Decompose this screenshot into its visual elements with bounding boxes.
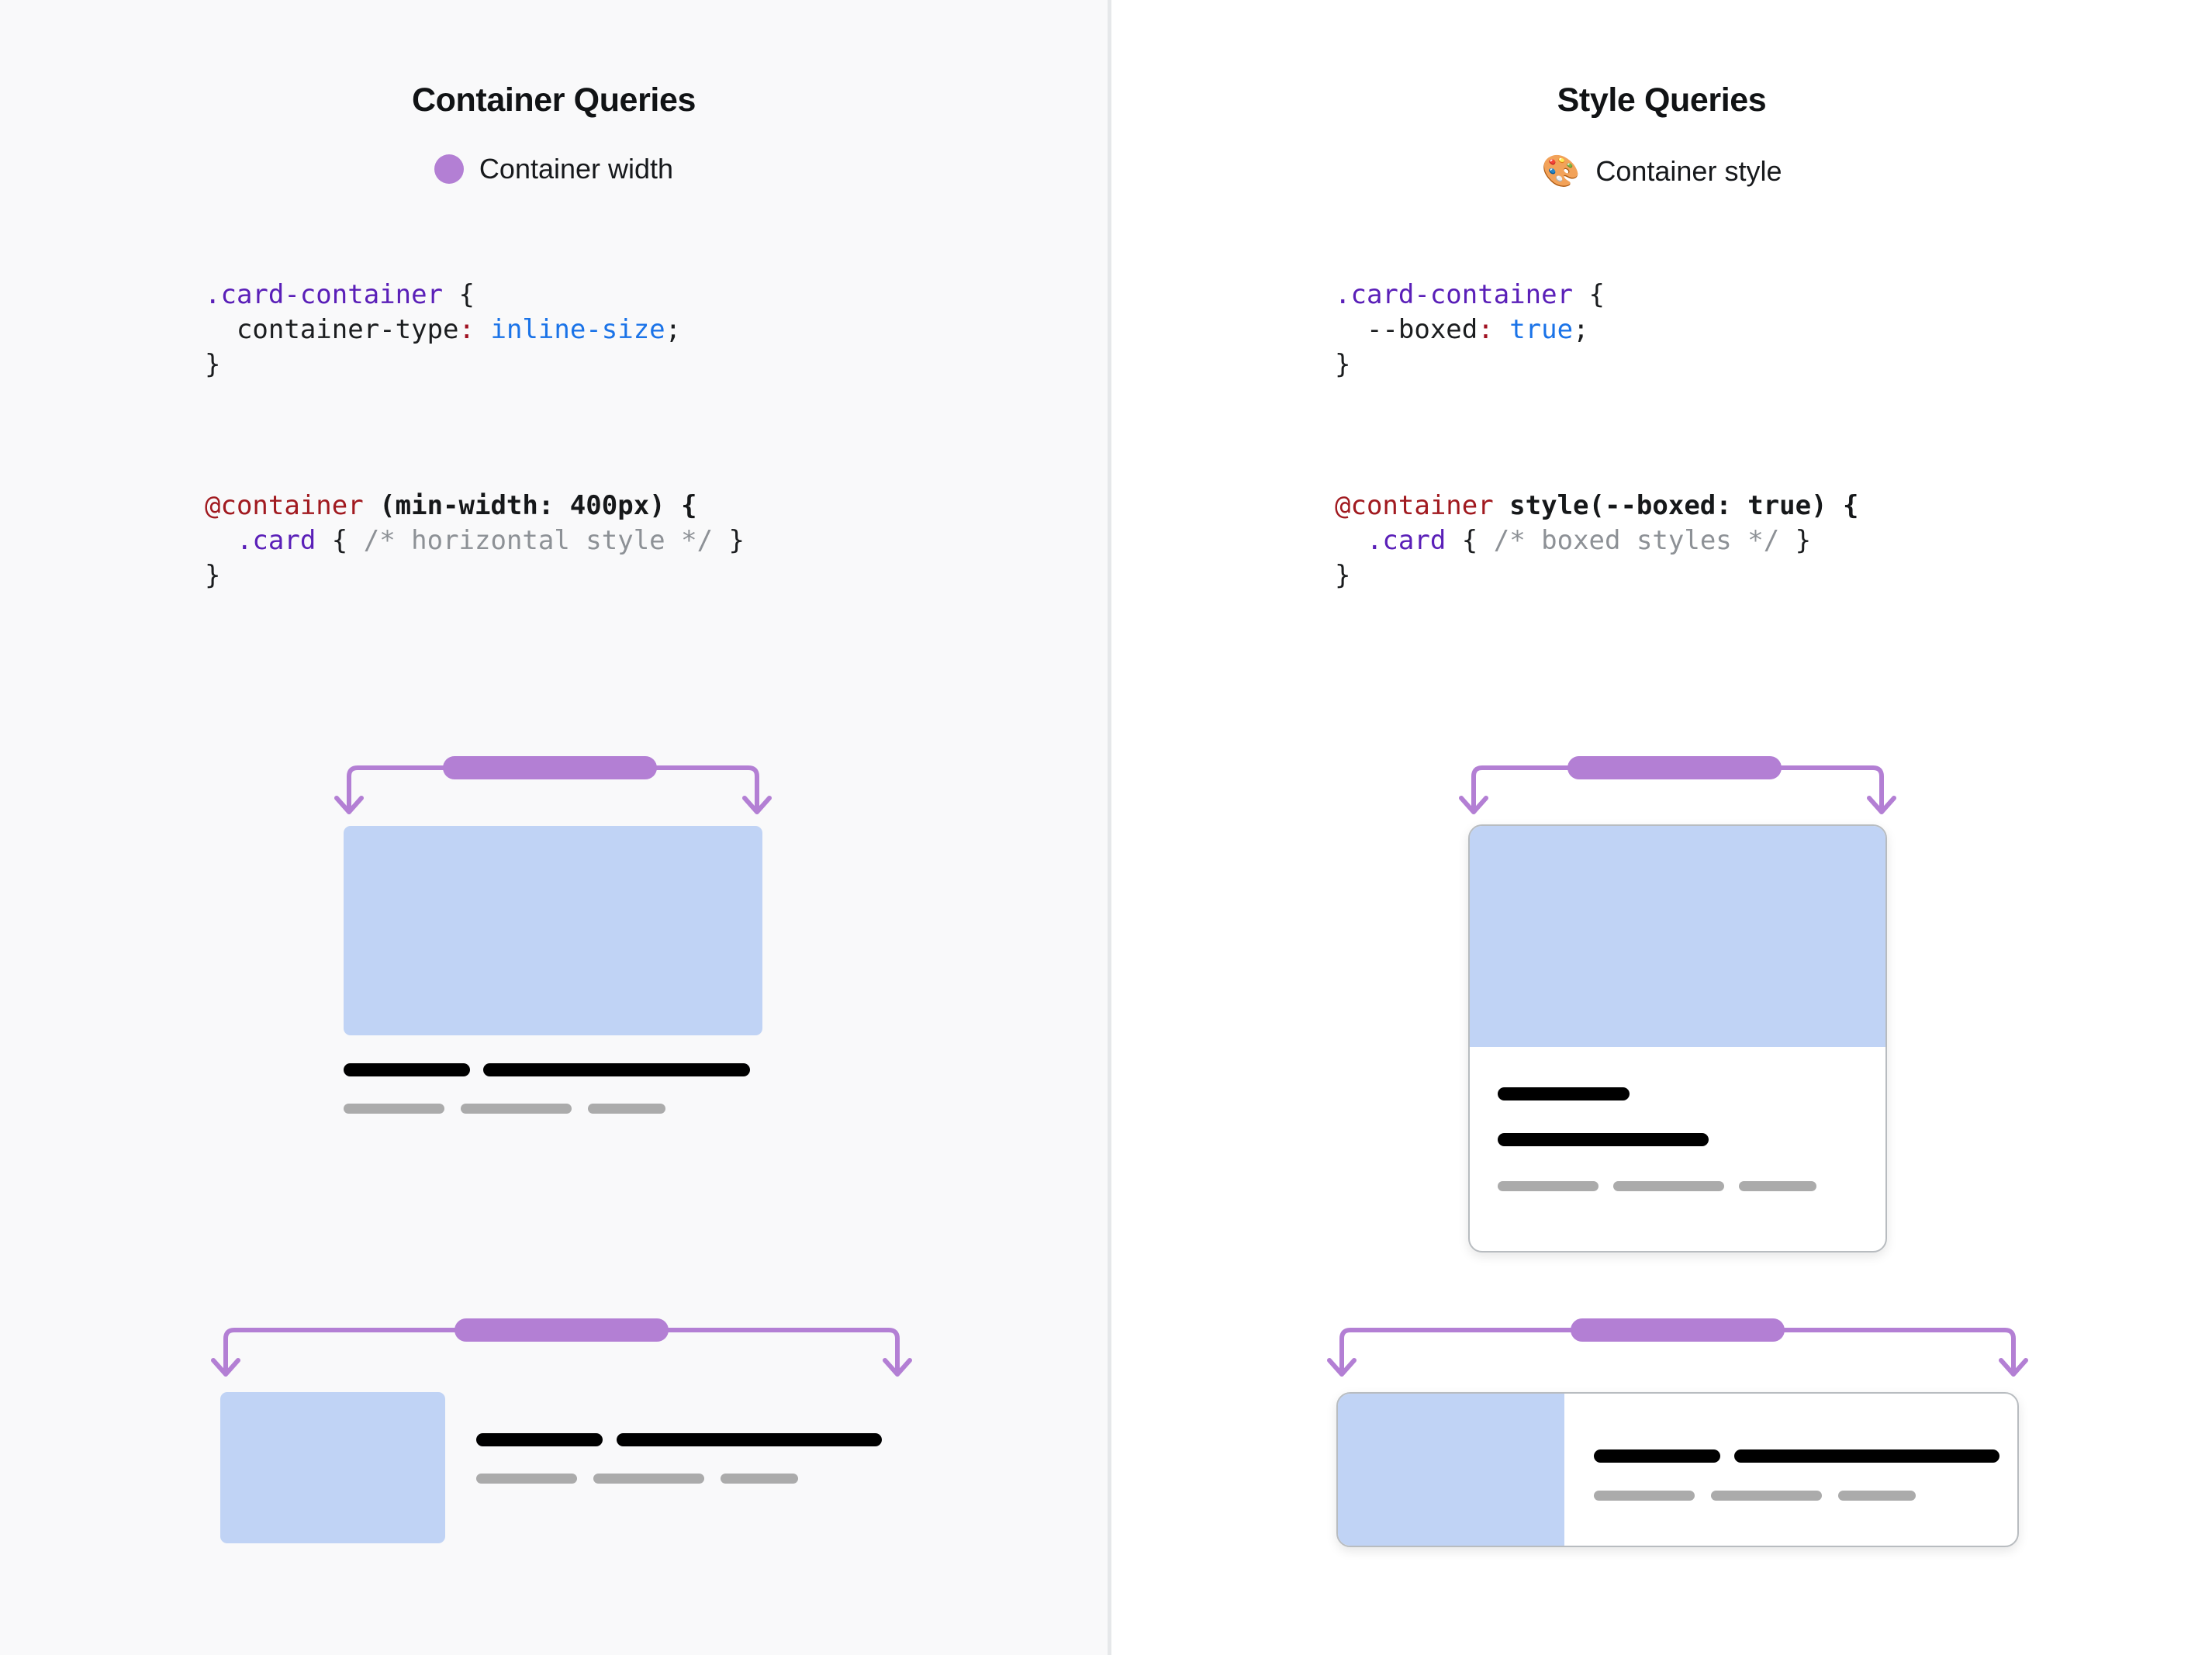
card-image-placeholder bbox=[1470, 826, 1885, 1047]
text-bar bbox=[1498, 1087, 1630, 1100]
legend-container-style: 🎨 Container style bbox=[1111, 155, 2212, 188]
code-condition: style(--boxed: true) bbox=[1493, 490, 1827, 521]
code-open-brace: { bbox=[443, 279, 475, 310]
code-value: inline-size bbox=[475, 314, 665, 346]
code-comment: /* horizontal style */ bbox=[363, 525, 714, 557]
page-title: Container Queries bbox=[412, 81, 696, 119]
code-at-rule: @container bbox=[1335, 490, 1494, 521]
card-meta-lines bbox=[1594, 1491, 2017, 1501]
card-meta-lines bbox=[476, 1474, 882, 1484]
panel-style-queries: Style Queries 🎨 Container style .card-co… bbox=[1111, 0, 2212, 1655]
card-text-column bbox=[476, 1392, 882, 1484]
demo-wide-card-horizontal bbox=[211, 1318, 912, 1574]
text-bar bbox=[617, 1433, 882, 1446]
code-property: container-type bbox=[205, 314, 459, 346]
code-inner-selector: .card bbox=[1335, 525, 1446, 557]
card-image-placeholder bbox=[344, 826, 762, 1035]
bracket-pill bbox=[454, 1318, 669, 1342]
code-inner-open: { bbox=[316, 525, 364, 557]
card-meta-lines bbox=[1498, 1181, 1858, 1191]
card-preview bbox=[220, 1392, 882, 1543]
code-colon: : bbox=[1478, 314, 1494, 346]
meta-bar bbox=[476, 1474, 577, 1484]
meta-bar bbox=[1594, 1491, 1695, 1501]
meta-bar bbox=[1838, 1491, 1916, 1501]
card-meta-lines bbox=[344, 1104, 762, 1114]
meta-bar bbox=[1613, 1181, 1724, 1191]
text-bar bbox=[1498, 1133, 1709, 1146]
code-close-brace: } bbox=[205, 349, 221, 381]
card-preview-boxed bbox=[1336, 1392, 2019, 1547]
legend-container-width: Container width bbox=[0, 153, 1108, 185]
legend-label: Container style bbox=[1595, 155, 1782, 187]
page-title: Style Queries bbox=[1557, 81, 1767, 119]
text-bar bbox=[344, 1063, 470, 1076]
meta-bar bbox=[593, 1474, 704, 1484]
meta-bar bbox=[461, 1104, 572, 1114]
code-block-style-query: @container style(--boxed: true) { .card … bbox=[1335, 489, 1859, 594]
code-block-custom-property: .card-container { --boxed: true; } bbox=[1335, 278, 1605, 383]
code-selector: .card-container bbox=[205, 279, 444, 310]
code-inner-open: { bbox=[1446, 525, 1494, 557]
card-preview bbox=[344, 826, 762, 1114]
code-selector: .card-container bbox=[1335, 279, 1574, 310]
card-text-column bbox=[1564, 1394, 2017, 1546]
meta-bar bbox=[1498, 1181, 1599, 1191]
code-semicolon: ; bbox=[665, 314, 682, 346]
palette-icon: 🎨 bbox=[1541, 154, 1581, 188]
card-preview-boxed bbox=[1468, 824, 1887, 1252]
legend-label: Container width bbox=[479, 153, 674, 185]
container-style-bracket bbox=[1327, 1318, 2028, 1390]
code-open-brace: { bbox=[1827, 490, 1859, 521]
container-width-bracket bbox=[211, 1318, 912, 1390]
card-image-placeholder bbox=[220, 1392, 445, 1543]
code-open-brace: { bbox=[665, 490, 697, 521]
container-width-bracket bbox=[334, 756, 772, 828]
text-bar bbox=[483, 1063, 750, 1076]
code-colon: : bbox=[458, 314, 475, 346]
demo-wide-card-boxed bbox=[1327, 1318, 2028, 1574]
text-bar bbox=[1594, 1449, 1720, 1463]
code-open-brace: { bbox=[1573, 279, 1605, 310]
text-bar bbox=[476, 1433, 603, 1446]
code-inner-selector: .card bbox=[205, 525, 316, 557]
code-property: --boxed bbox=[1335, 314, 1478, 346]
code-value: true bbox=[1493, 314, 1574, 346]
code-block-container-type: .card-container { container-type: inline… bbox=[205, 278, 681, 383]
meta-bar bbox=[344, 1104, 444, 1114]
text-bar bbox=[1734, 1449, 1999, 1463]
meta-bar bbox=[588, 1104, 665, 1114]
card-body bbox=[1470, 1047, 1885, 1191]
card-title-lines bbox=[344, 1063, 762, 1076]
bracket-pill bbox=[1567, 756, 1782, 779]
demo-narrow-card-stacked bbox=[334, 756, 772, 1190]
panel-container-queries: Container Queries Container width .card-… bbox=[0, 81, 1108, 1574]
bracket-pill bbox=[443, 756, 657, 779]
card-image-placeholder bbox=[1338, 1394, 1564, 1546]
code-comment: /* boxed styles */ bbox=[1493, 525, 1780, 557]
container-style-bracket bbox=[1459, 756, 1896, 828]
bracket-pill bbox=[1571, 1318, 1785, 1342]
code-at-rule: @container bbox=[205, 490, 364, 521]
panel-divider bbox=[1108, 0, 1111, 1655]
purple-dot-icon bbox=[434, 154, 464, 184]
meta-bar bbox=[1739, 1181, 1816, 1191]
meta-bar bbox=[1711, 1491, 1822, 1501]
code-block-container-query: @container (min-width: 400px) { .card { … bbox=[205, 489, 745, 594]
code-close-brace: } bbox=[1335, 349, 1351, 381]
code-inner-close: } bbox=[713, 525, 745, 557]
code-close-brace: } bbox=[1335, 560, 1351, 592]
card-title-lines bbox=[1594, 1449, 2017, 1463]
code-semicolon: ; bbox=[1573, 314, 1589, 346]
meta-bar bbox=[721, 1474, 798, 1484]
code-condition: (min-width: 400px) bbox=[363, 490, 665, 521]
demo-narrow-card-boxed bbox=[1459, 756, 1896, 1260]
card-title-lines bbox=[476, 1433, 882, 1446]
code-inner-close: } bbox=[1779, 525, 1812, 557]
code-close-brace: } bbox=[205, 560, 221, 592]
